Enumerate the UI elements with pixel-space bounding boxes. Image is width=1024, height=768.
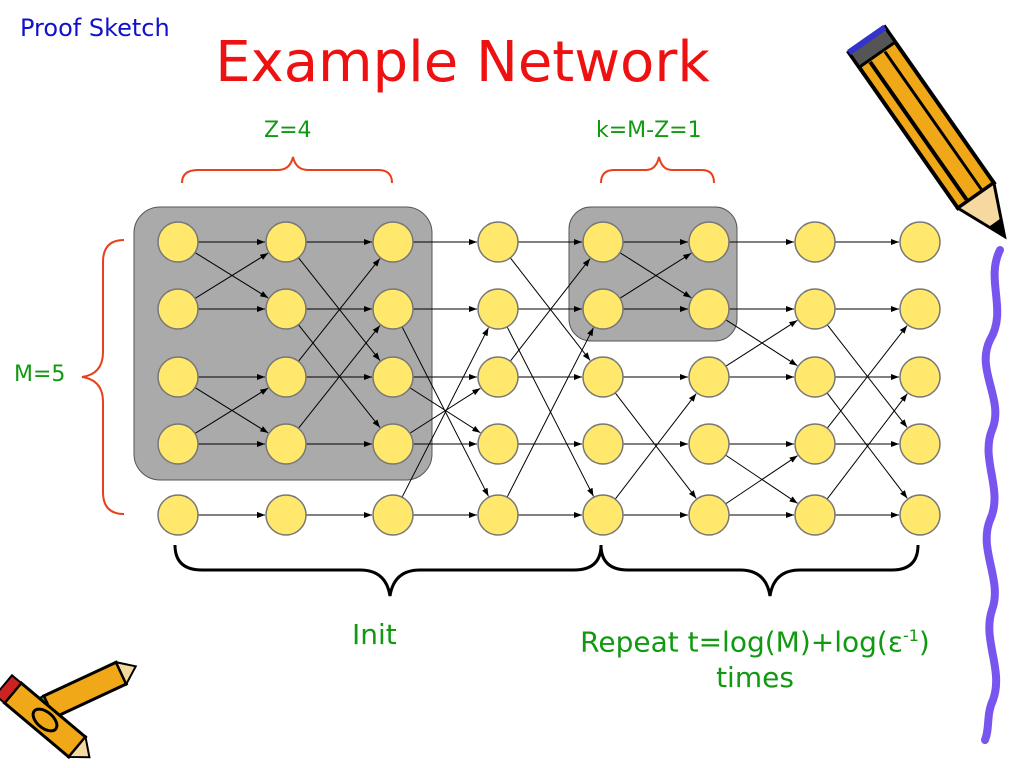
network-edge (194, 387, 269, 434)
network-edges (194, 239, 908, 518)
k-brace (600, 156, 715, 184)
m-brace (81, 239, 125, 515)
network-edge (725, 455, 798, 505)
network-node (899, 356, 941, 398)
z-brace (181, 156, 393, 184)
repeat-label: Repeat t=log(M)+log(ε-1) times (560, 618, 950, 696)
network-node (265, 423, 307, 465)
network-node (794, 423, 836, 465)
network-node (794, 221, 836, 263)
network-node (899, 494, 941, 536)
repeat-label-suffix: ) (918, 625, 930, 659)
network-node (582, 423, 624, 465)
network-node (477, 288, 519, 330)
network-node (899, 288, 941, 330)
network-node (372, 423, 414, 465)
network-node (794, 288, 836, 330)
network-node (157, 221, 199, 263)
network-edge (409, 387, 481, 434)
repeat-label-prefix: Repeat t=log(M)+log(ε (580, 625, 903, 659)
network-node (265, 494, 307, 536)
network-edge (826, 393, 908, 500)
network-edge (614, 393, 697, 500)
repeat-label-line2: times (716, 661, 794, 695)
network-node (899, 221, 941, 263)
network-node (157, 423, 199, 465)
network-node (477, 221, 519, 263)
network-edge (509, 258, 591, 362)
network-node (688, 423, 730, 465)
network-node (582, 221, 624, 263)
network-node (794, 356, 836, 398)
network-node (477, 494, 519, 536)
slide-title: Example Network (215, 30, 710, 95)
network-node (688, 288, 730, 330)
crayons-icon (0, 660, 138, 760)
repeat-label-sup: -1 (902, 626, 919, 645)
network-node (372, 356, 414, 398)
network-node (477, 356, 519, 398)
network-node (688, 494, 730, 536)
network-edge (194, 252, 269, 299)
network-node (157, 356, 199, 398)
network-node (688, 356, 730, 398)
network-node (899, 423, 941, 465)
repeat-brace (599, 544, 920, 597)
network-node (372, 288, 414, 330)
network-edge (298, 258, 381, 362)
pencil-icon (846, 24, 1007, 240)
corner-label: Proof Sketch (20, 14, 170, 42)
z-label: Z=4 (264, 118, 312, 143)
network-edge (506, 327, 594, 498)
network-edge (401, 327, 489, 498)
network-node (372, 494, 414, 536)
k-label: k=M-Z=1 (596, 118, 702, 143)
network-node (265, 288, 307, 330)
network-node (372, 221, 414, 263)
network-node (582, 288, 624, 330)
network-node (157, 494, 199, 536)
init-brace (173, 544, 603, 597)
m-label: M=5 (14, 362, 66, 387)
network-node (582, 356, 624, 398)
decorative-squiggle (981, 246, 1004, 744)
network-node (157, 288, 199, 330)
network-node (265, 356, 307, 398)
network-nodes (157, 221, 941, 536)
network-node (794, 494, 836, 536)
network-node (582, 494, 624, 536)
network-node (688, 221, 730, 263)
network-edge (298, 325, 381, 429)
network-edge (725, 319, 798, 367)
init-group-box (133, 206, 433, 481)
init-label: Init (352, 618, 397, 651)
network-node (477, 423, 519, 465)
network-node (265, 221, 307, 263)
network-edge (619, 252, 692, 299)
